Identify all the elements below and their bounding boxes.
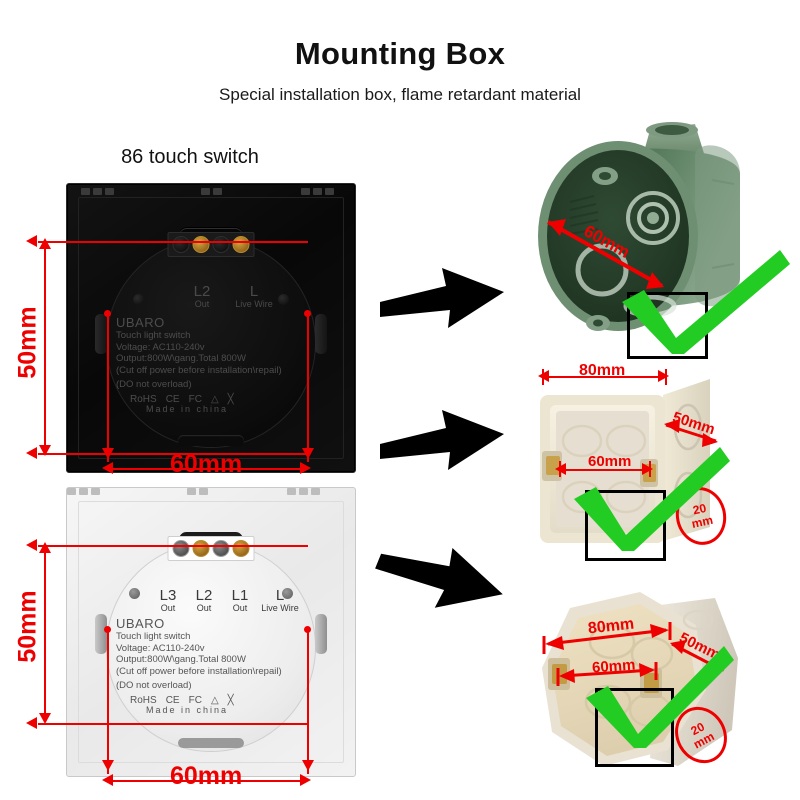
terminal-label: L2 Out xyxy=(193,283,211,309)
rohs-icon: RoHS xyxy=(130,393,157,405)
terminal-label: L Live Wire xyxy=(235,283,273,309)
square-white-box: 80mm 50mm 60mm 20 mm xyxy=(500,355,800,561)
terminal-labels: L2 Out L Live Wire xyxy=(67,284,355,310)
mech-rivet xyxy=(282,588,293,599)
mounting-tab xyxy=(315,614,327,654)
terminal-label: L1 Out xyxy=(231,587,249,613)
switch-mechanism xyxy=(106,238,316,448)
terminal-label: L2 Out xyxy=(195,587,213,613)
panel-inner-frame xyxy=(78,501,344,763)
terminal-screw xyxy=(192,236,210,253)
certification-marks: RoHS CE FC △ ╳ xyxy=(116,394,306,406)
terminal-screw xyxy=(232,236,250,253)
bottom-slot xyxy=(178,435,244,446)
fc-icon: FC xyxy=(188,393,202,405)
made-in-label: Made in china xyxy=(146,705,229,715)
arrow-middle xyxy=(378,404,508,476)
ce-icon: CE xyxy=(165,393,180,405)
terminal-label: L Live Wire xyxy=(261,587,299,613)
check-icon xyxy=(622,250,790,354)
terminal-hole xyxy=(212,236,230,253)
switch-caption: 86 touch switch xyxy=(121,146,259,168)
rohs-icon: RoHS xyxy=(130,694,157,706)
bottom-slot xyxy=(178,738,244,748)
waste-bin-icon: ╳ xyxy=(227,393,234,405)
arrow-bottom xyxy=(364,518,517,641)
terminal-hole xyxy=(172,540,190,557)
page-title: Mounting Box xyxy=(294,36,506,71)
ce-icon: CE xyxy=(165,694,180,706)
fc-icon: FC xyxy=(188,694,202,706)
terminal-label: L3 Out xyxy=(159,587,177,613)
page-subtitle: Special installation box, flame retardan… xyxy=(219,85,581,104)
terminal-hole xyxy=(212,540,230,557)
house-icon: △ xyxy=(210,694,219,706)
terminal-labels: L3 Out L2 Out L1 Out L Live Wire xyxy=(67,588,355,614)
terminal-screw xyxy=(232,540,250,557)
mounting-tab xyxy=(95,314,107,354)
mounting-tab xyxy=(315,314,327,354)
square-outline-marker xyxy=(585,490,666,561)
mech-rivet xyxy=(278,294,289,305)
made-in-label: Made in china xyxy=(146,404,229,414)
certification-marks: RoHS CE FC △ ╳ xyxy=(116,695,306,707)
waste-bin-icon: ╳ xyxy=(227,694,234,706)
black-touch-switch: L2 Out L Live Wire UBARO Touch light swi… xyxy=(66,183,356,473)
house-icon: △ xyxy=(210,393,219,405)
spec-text: UBARO Touch light switch Voltage: AC110-… xyxy=(116,315,306,416)
terminal-block xyxy=(167,536,255,561)
check-icon xyxy=(586,646,734,748)
terminal-hole xyxy=(172,236,190,253)
octagon-white-box: 80mm 60mm 50mm 20 mm xyxy=(500,580,800,795)
terminal-block xyxy=(167,232,255,257)
spec-text: UBARO Touch light switch Voltage: AC110-… xyxy=(116,616,306,717)
terminal-screw xyxy=(192,540,210,557)
check-icon xyxy=(574,447,730,551)
panel-inner-frame xyxy=(78,197,344,459)
mech-rivet xyxy=(133,294,144,305)
round-green-box: 60mm xyxy=(490,118,800,359)
top-clip-row xyxy=(81,188,341,195)
arrow-top xyxy=(378,262,508,334)
mech-rivet xyxy=(129,588,140,599)
square-outline-marker xyxy=(595,688,674,767)
mounting-tab xyxy=(95,614,107,654)
